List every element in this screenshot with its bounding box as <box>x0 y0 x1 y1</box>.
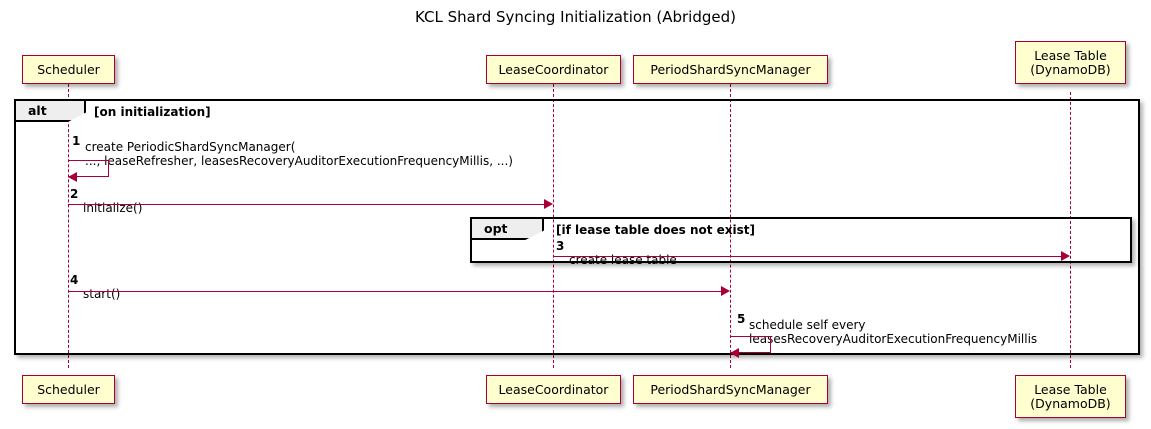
participant-period-shard-sync-manager-bottom[interactable]: PeriodShardSyncManager <box>633 375 828 404</box>
message-3-text: create lease table <box>569 239 677 267</box>
participant-label: LeaseCoordinator <box>498 381 609 397</box>
participant-period-shard-sync-manager-top[interactable]: PeriodShardSyncManager <box>633 55 828 84</box>
participant-label: Scheduler <box>37 61 100 77</box>
message-3-arrowhead <box>1061 251 1070 261</box>
fragment-condition-text: [if lease table does not exist] <box>556 223 756 237</box>
message-label: schedule self every leasesRecoveryAudito… <box>749 318 1038 346</box>
message-2-text: initialize() <box>83 187 142 215</box>
participant-label: PeriodShardSyncManager <box>650 381 811 397</box>
participant-label: Scheduler <box>37 381 100 397</box>
message-2-seq: 2 <box>70 187 78 201</box>
sequence-number: 5 <box>737 312 746 326</box>
lifeline-lease-coordinator <box>553 84 554 368</box>
fragment-opt-lease-table-missing <box>470 217 1132 263</box>
lifeline-scheduler <box>68 84 69 368</box>
participant-scheduler-bottom[interactable]: Scheduler <box>22 375 115 404</box>
message-5-arrowhead <box>730 348 739 358</box>
lifeline-lease-table <box>1070 92 1071 368</box>
message-4-line <box>68 291 722 292</box>
message-5-self-loop <box>730 336 771 353</box>
page-title: KCL Shard Syncing Initialization (Abridg… <box>415 8 736 26</box>
message-3-line <box>553 256 1062 257</box>
fragment-alt-keyword-tab: alt <box>16 101 86 122</box>
message-5-seq: 5 <box>737 312 745 326</box>
fragment-keyword: alt <box>28 103 47 118</box>
sequence-number: 4 <box>70 273 79 287</box>
lifeline-period-shard-sync-manager <box>730 84 731 368</box>
message-3-seq: 3 <box>556 239 564 253</box>
fragment-alt-on-initialization <box>14 99 1140 355</box>
message-2-line <box>68 204 545 205</box>
participant-label: PeriodShardSyncManager <box>650 61 811 77</box>
participant-label: LeaseCoordinator <box>498 61 609 77</box>
fragment-alt-condition: [on initialization] <box>94 105 211 119</box>
sequence-number: 1 <box>72 134 81 148</box>
message-1-seq: 1 <box>72 134 80 148</box>
fragment-condition-text: [on initialization] <box>94 105 211 119</box>
participant-lease-coordinator-bottom[interactable]: LeaseCoordinator <box>486 375 621 404</box>
message-5-text: schedule self every leasesRecoveryAudito… <box>749 304 1037 346</box>
participant-lease-table-top[interactable]: Lease Table (DynamoDB) <box>1015 41 1126 84</box>
participant-lease-coordinator-top[interactable]: LeaseCoordinator <box>486 55 621 84</box>
message-1-arrowhead <box>68 172 77 182</box>
participant-label: Lease Table (DynamoDB) <box>1030 47 1111 77</box>
message-4-text: start() <box>83 273 120 301</box>
message-4-seq: 4 <box>70 273 78 287</box>
fragment-opt-keyword-tab: opt <box>472 219 544 240</box>
sequence-number: 2 <box>70 187 79 201</box>
fragment-opt-condition: [if lease table does not exist] <box>556 223 755 237</box>
participant-lease-table-bottom[interactable]: Lease Table (DynamoDB) <box>1015 375 1126 418</box>
sequence-number: 3 <box>556 239 565 253</box>
message-1-self-loop <box>68 160 109 177</box>
message-label: create PeriodicShardSyncManager( ..., le… <box>85 140 513 168</box>
participant-label: Lease Table (DynamoDB) <box>1030 381 1111 411</box>
message-4-arrowhead <box>721 286 730 296</box>
participant-scheduler-top[interactable]: Scheduler <box>22 55 115 84</box>
message-1-text: create PeriodicShardSyncManager( ..., le… <box>85 126 513 168</box>
fragment-keyword: opt <box>484 221 508 236</box>
message-label: start() <box>83 287 121 301</box>
message-2-arrowhead <box>544 199 553 209</box>
